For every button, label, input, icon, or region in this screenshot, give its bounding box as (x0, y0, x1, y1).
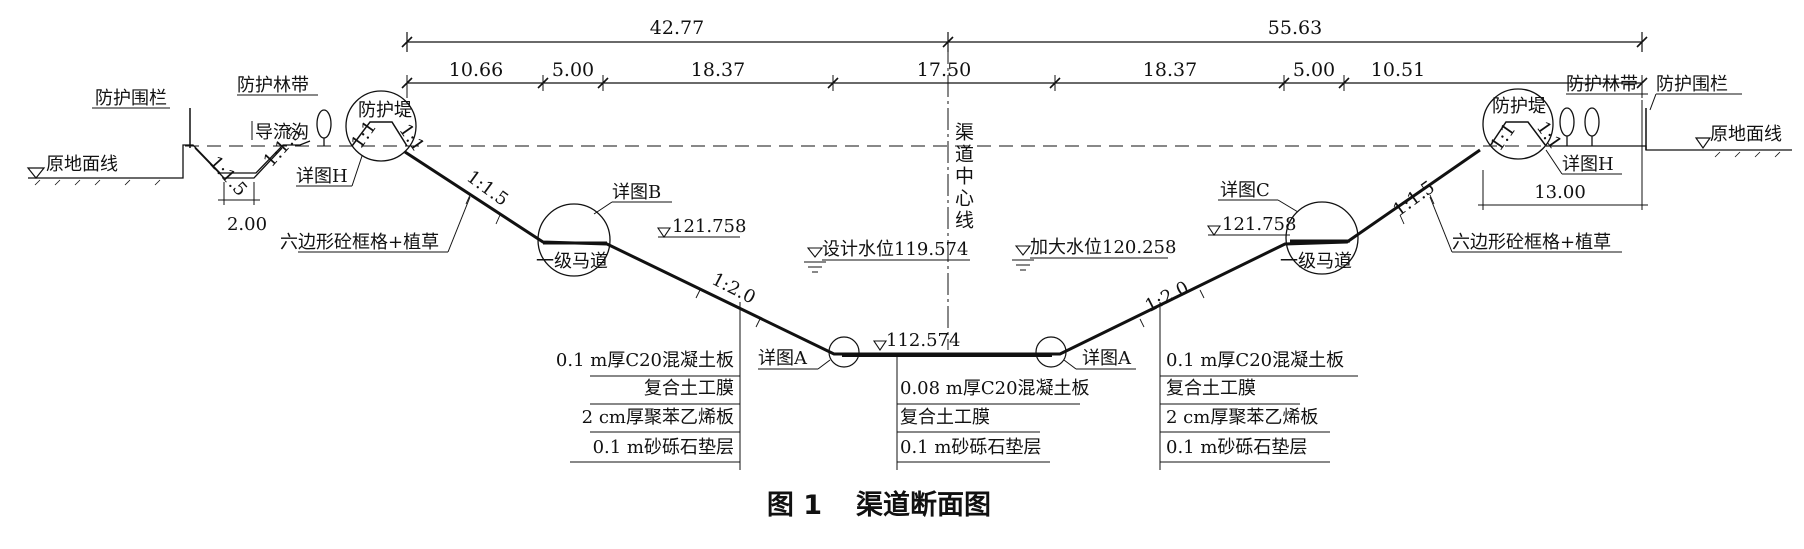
max-water-level-label: 加大水位120.258 (1030, 237, 1176, 258)
left-embankment-slope-b: 1:1 (395, 120, 429, 156)
left-berm-elevation: 121.758 (672, 216, 746, 237)
right-berm-elevation: 121.758 (1222, 214, 1296, 235)
bottom-layer-3: 0.1 m砂砾石垫层 (900, 437, 1041, 458)
right-detail-a-label: 详图A (1082, 348, 1132, 369)
bottom-layers-leader (896, 356, 1080, 470)
right-ground-line (1546, 145, 1792, 151)
segment-dimension-line (401, 75, 1648, 98)
right-bottom-detail-circle (1035, 336, 1067, 368)
left-tree-icon (316, 109, 332, 146)
left-fence-label: 防护围栏 (95, 88, 167, 109)
left-layer-3: 2 cm厚聚苯乙烯板 (582, 407, 734, 428)
bottom-layer-2: 复合土工膜 (900, 407, 990, 428)
centerline-label: 渠道中心线 (952, 122, 974, 232)
left-tree-belt-label: 防护林带 (237, 75, 309, 96)
left-ground-line-label: 原地面线 (46, 154, 118, 175)
right-layer-2: 复合土工膜 (1166, 378, 1256, 399)
left-embankment-label: 防护堤 (358, 100, 412, 121)
centerline-label-text: 渠道中心线 (952, 122, 974, 232)
right-layer-1: 0.1 m厚C20混凝土板 (1166, 350, 1344, 371)
right-detail-h-label: 详图H (1562, 154, 1614, 175)
right-ground-hatching (1714, 151, 1781, 158)
right-embankment-label: 防护堤 (1492, 96, 1546, 117)
left-slope-protection-leader (298, 196, 471, 253)
left-ground-level-symbol (26, 167, 46, 179)
overall-dim-left: 42.77 (650, 17, 704, 39)
left-ground-hatching (34, 179, 161, 186)
right-detail-c-label: 详图C (1220, 180, 1270, 201)
overall-dim-right: 55.63 (1268, 17, 1322, 39)
segment-dim-7: 10.51 (1371, 59, 1425, 81)
left-bottom-detail-circle (828, 336, 860, 368)
segment-dim-5: 18.37 (1143, 59, 1197, 81)
left-detail-a-label: 详图A (758, 348, 808, 369)
left-detail-h-label: 详图H (296, 166, 348, 187)
left-drain-label: 导流沟 (255, 122, 309, 143)
slope-surface-marks (465, 194, 1435, 328)
right-layers-leader (1159, 302, 1358, 470)
left-berm-label: 一级马道 (536, 251, 608, 272)
right-fence-label: 防护围栏 (1656, 74, 1728, 95)
segment-dim-4: 17.50 (917, 59, 971, 81)
right-embankment-detail-circle (1482, 88, 1554, 160)
figure-number: 图 1 (767, 490, 822, 521)
left-detail-b-label: 详图B (612, 182, 661, 203)
right-berm-elevation-symbol (1206, 225, 1290, 236)
left-drain-ditch (194, 147, 283, 179)
right-layer-3: 2 cm厚聚苯乙烯板 (1166, 407, 1318, 428)
left-layer-2: 复合土工膜 (644, 378, 734, 399)
right-berm-label: 一级马道 (1280, 251, 1352, 272)
design-water-level-label: 设计水位119.574 (822, 239, 968, 260)
left-berm-elevation-symbol (656, 227, 740, 238)
left-drain-slope-a: 1:1.5 (205, 152, 251, 200)
figure-title: 渠道断面图 (856, 489, 991, 521)
left-drain-width: 2.00 (227, 214, 267, 235)
right-layer-4: 0.1 m砂砾石垫层 (1166, 437, 1307, 458)
design-water-level-symbol (804, 247, 826, 273)
right-berm-detail-circle (1285, 201, 1359, 275)
right-lower-slope-ratio: 1:2.0 (1142, 277, 1193, 317)
segment-dim-1: 10.66 (449, 59, 503, 81)
right-ground-level-symbol (1694, 137, 1712, 150)
left-lower-slope-ratio: 1:2.0 (708, 269, 759, 309)
right-embankment-slope-a: 1:1 (1486, 119, 1520, 155)
bottom-elevation: 112.574 (886, 330, 960, 351)
left-layer-4: 0.1 m砂砾石垫层 (593, 437, 734, 458)
bottom-elevation-symbol (872, 340, 888, 351)
segment-dim-3: 18.37 (691, 59, 745, 81)
left-embankment-detail-circle (345, 90, 417, 162)
left-berm-detail-circle (537, 203, 611, 277)
right-ground-line-label: 原地面线 (1710, 124, 1782, 145)
right-slope-protection-label: 六边形砼框格+植草 (1452, 232, 1611, 253)
bottom-layer-1: 0.08 m厚C20混凝土板 (900, 378, 1090, 399)
left-layer-1: 0.1 m厚C20混凝土板 (556, 350, 734, 371)
overall-dimension-line (401, 32, 1648, 52)
segment-dim-6: 5.00 (1293, 59, 1335, 81)
segment-dim-2: 5.00 (552, 59, 594, 81)
right-slope-protection-leader (1429, 196, 1622, 253)
right-tree-icon-1 (1559, 107, 1575, 146)
right-tree-icon-2 (1584, 107, 1600, 146)
right-embankment-width: 13.00 (1534, 182, 1586, 203)
left-slope-protection-label: 六边形砼框格+植草 (280, 232, 439, 253)
right-tree-belt-label: 防护林带 (1566, 74, 1638, 95)
max-water-level-symbol (1012, 245, 1034, 271)
left-layers-leader (570, 302, 741, 470)
